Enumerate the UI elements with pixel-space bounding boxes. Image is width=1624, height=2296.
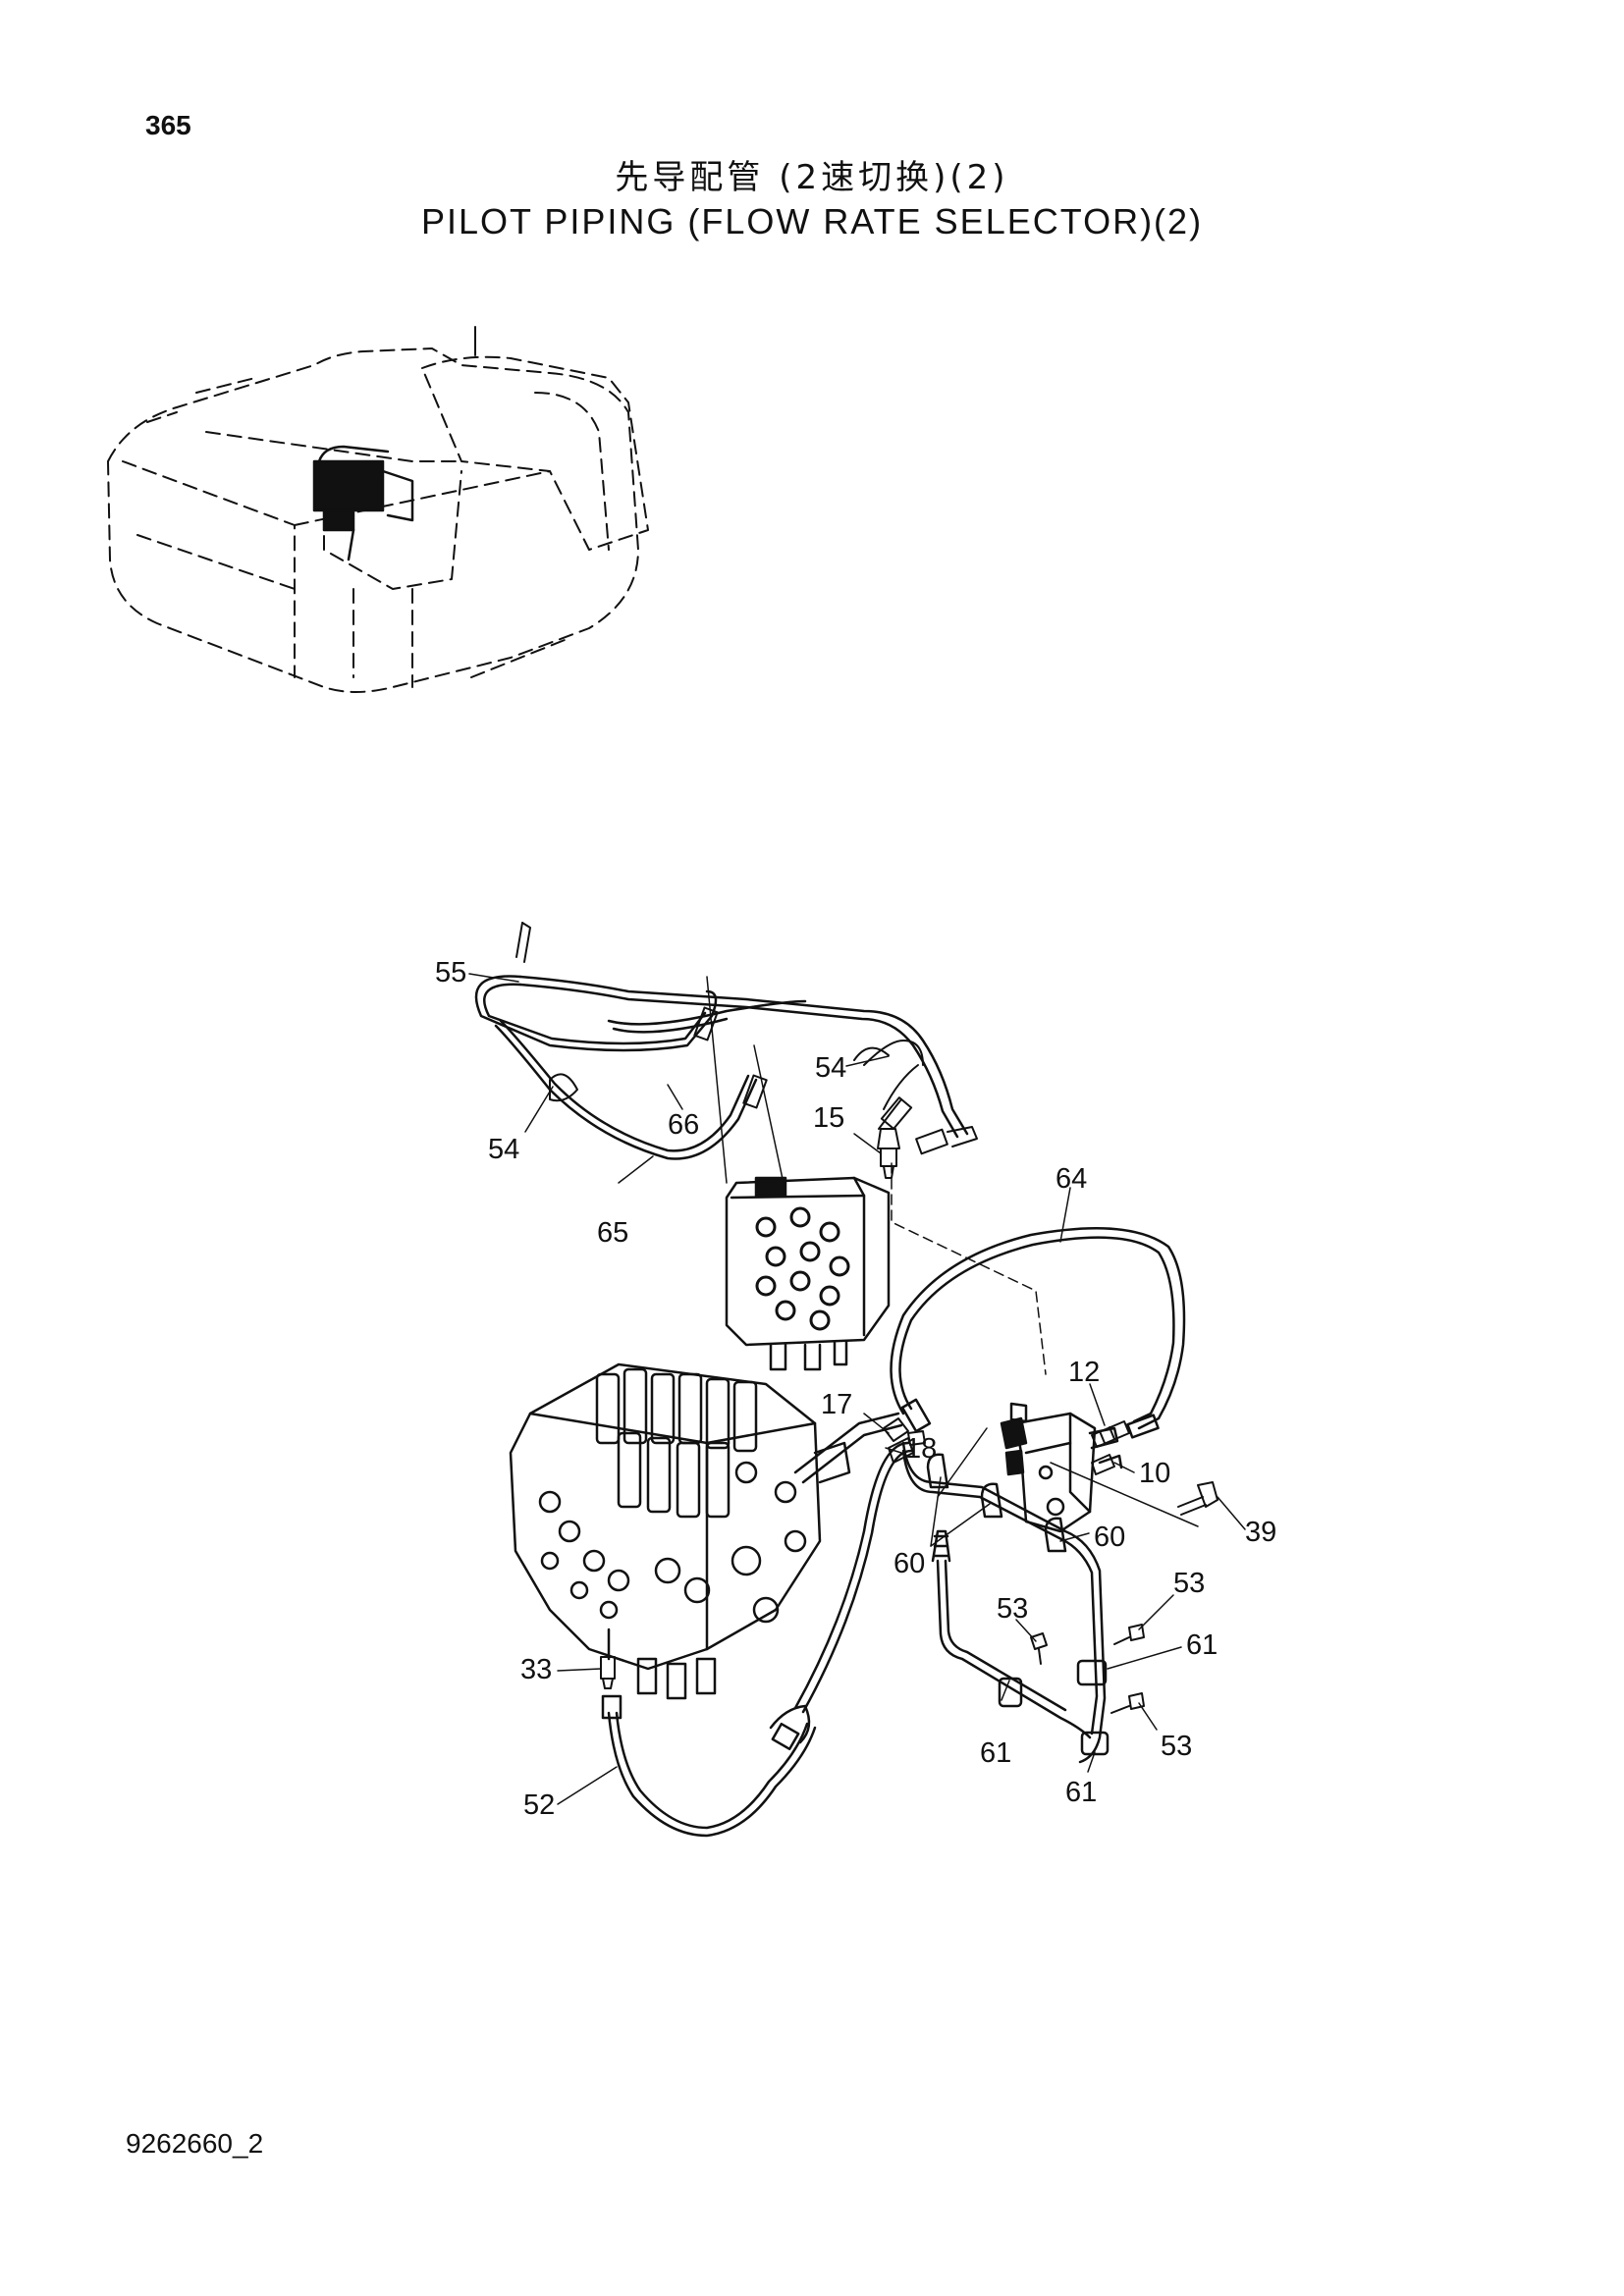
callout-61: 61 (980, 1737, 1011, 1769)
flow-rate-selector-valve (1000, 1402, 1123, 1533)
hose-64 (890, 1227, 1186, 1439)
callout-39: 39 (1245, 1517, 1276, 1548)
title-chinese: 先导配管 (2速切换)(2) (615, 158, 1009, 197)
document-code: 9262660_2 (126, 2128, 264, 2159)
callout-17: 17 (821, 1389, 852, 1420)
hose-upper-long (474, 975, 969, 1160)
callout-60: 60 (1094, 1522, 1125, 1553)
callout-64: 64 (1056, 1163, 1087, 1195)
leader-lines (468, 973, 1246, 1805)
page-number: 365 (145, 110, 191, 140)
fittings-17-18 (883, 1417, 926, 1464)
callout-66: 66 (668, 1109, 699, 1141)
machine-overview (107, 347, 649, 693)
overview-valve-cluster (312, 445, 414, 561)
pilot-valve-block (725, 1176, 891, 1371)
callout-54: 54 (488, 1134, 519, 1165)
callout-61: 61 (1186, 1629, 1218, 1661)
pipe-with-clamps (901, 1441, 1107, 1764)
fitting-15 (877, 1128, 900, 1179)
bolt-39 (1177, 1481, 1218, 1516)
fitting-12 (1091, 1420, 1130, 1448)
callout-60: 60 (893, 1548, 925, 1579)
bolts-53 (1030, 1624, 1145, 1714)
callout-53: 53 (997, 1593, 1028, 1625)
callout-33: 33 (520, 1654, 552, 1685)
callout-55: 55 (435, 957, 466, 988)
fitting-10 (1091, 1454, 1115, 1475)
title-english: PILOT PIPING (FLOW RATE SELECTOR)(2) (420, 201, 1204, 241)
callout-65: 65 (597, 1217, 628, 1249)
callout-52: 52 (523, 1789, 555, 1821)
callout-53: 53 (1173, 1568, 1205, 1599)
callout-15: 15 (813, 1102, 844, 1134)
callout-61: 61 (1065, 1777, 1097, 1808)
main-control-valve (509, 1362, 903, 1700)
fitting-33 (600, 1656, 616, 1689)
hose-fittings-upper (515, 922, 978, 1155)
callout-53: 53 (1161, 1731, 1192, 1762)
reference-lines (706, 976, 1199, 1527)
callout-18: 18 (905, 1433, 937, 1465)
callout-12: 12 (1068, 1357, 1100, 1388)
clamps (926, 1453, 1110, 1756)
callout-10: 10 (1139, 1458, 1170, 1489)
hose-52 (601, 1441, 913, 1838)
callout-54: 54 (815, 1052, 846, 1084)
